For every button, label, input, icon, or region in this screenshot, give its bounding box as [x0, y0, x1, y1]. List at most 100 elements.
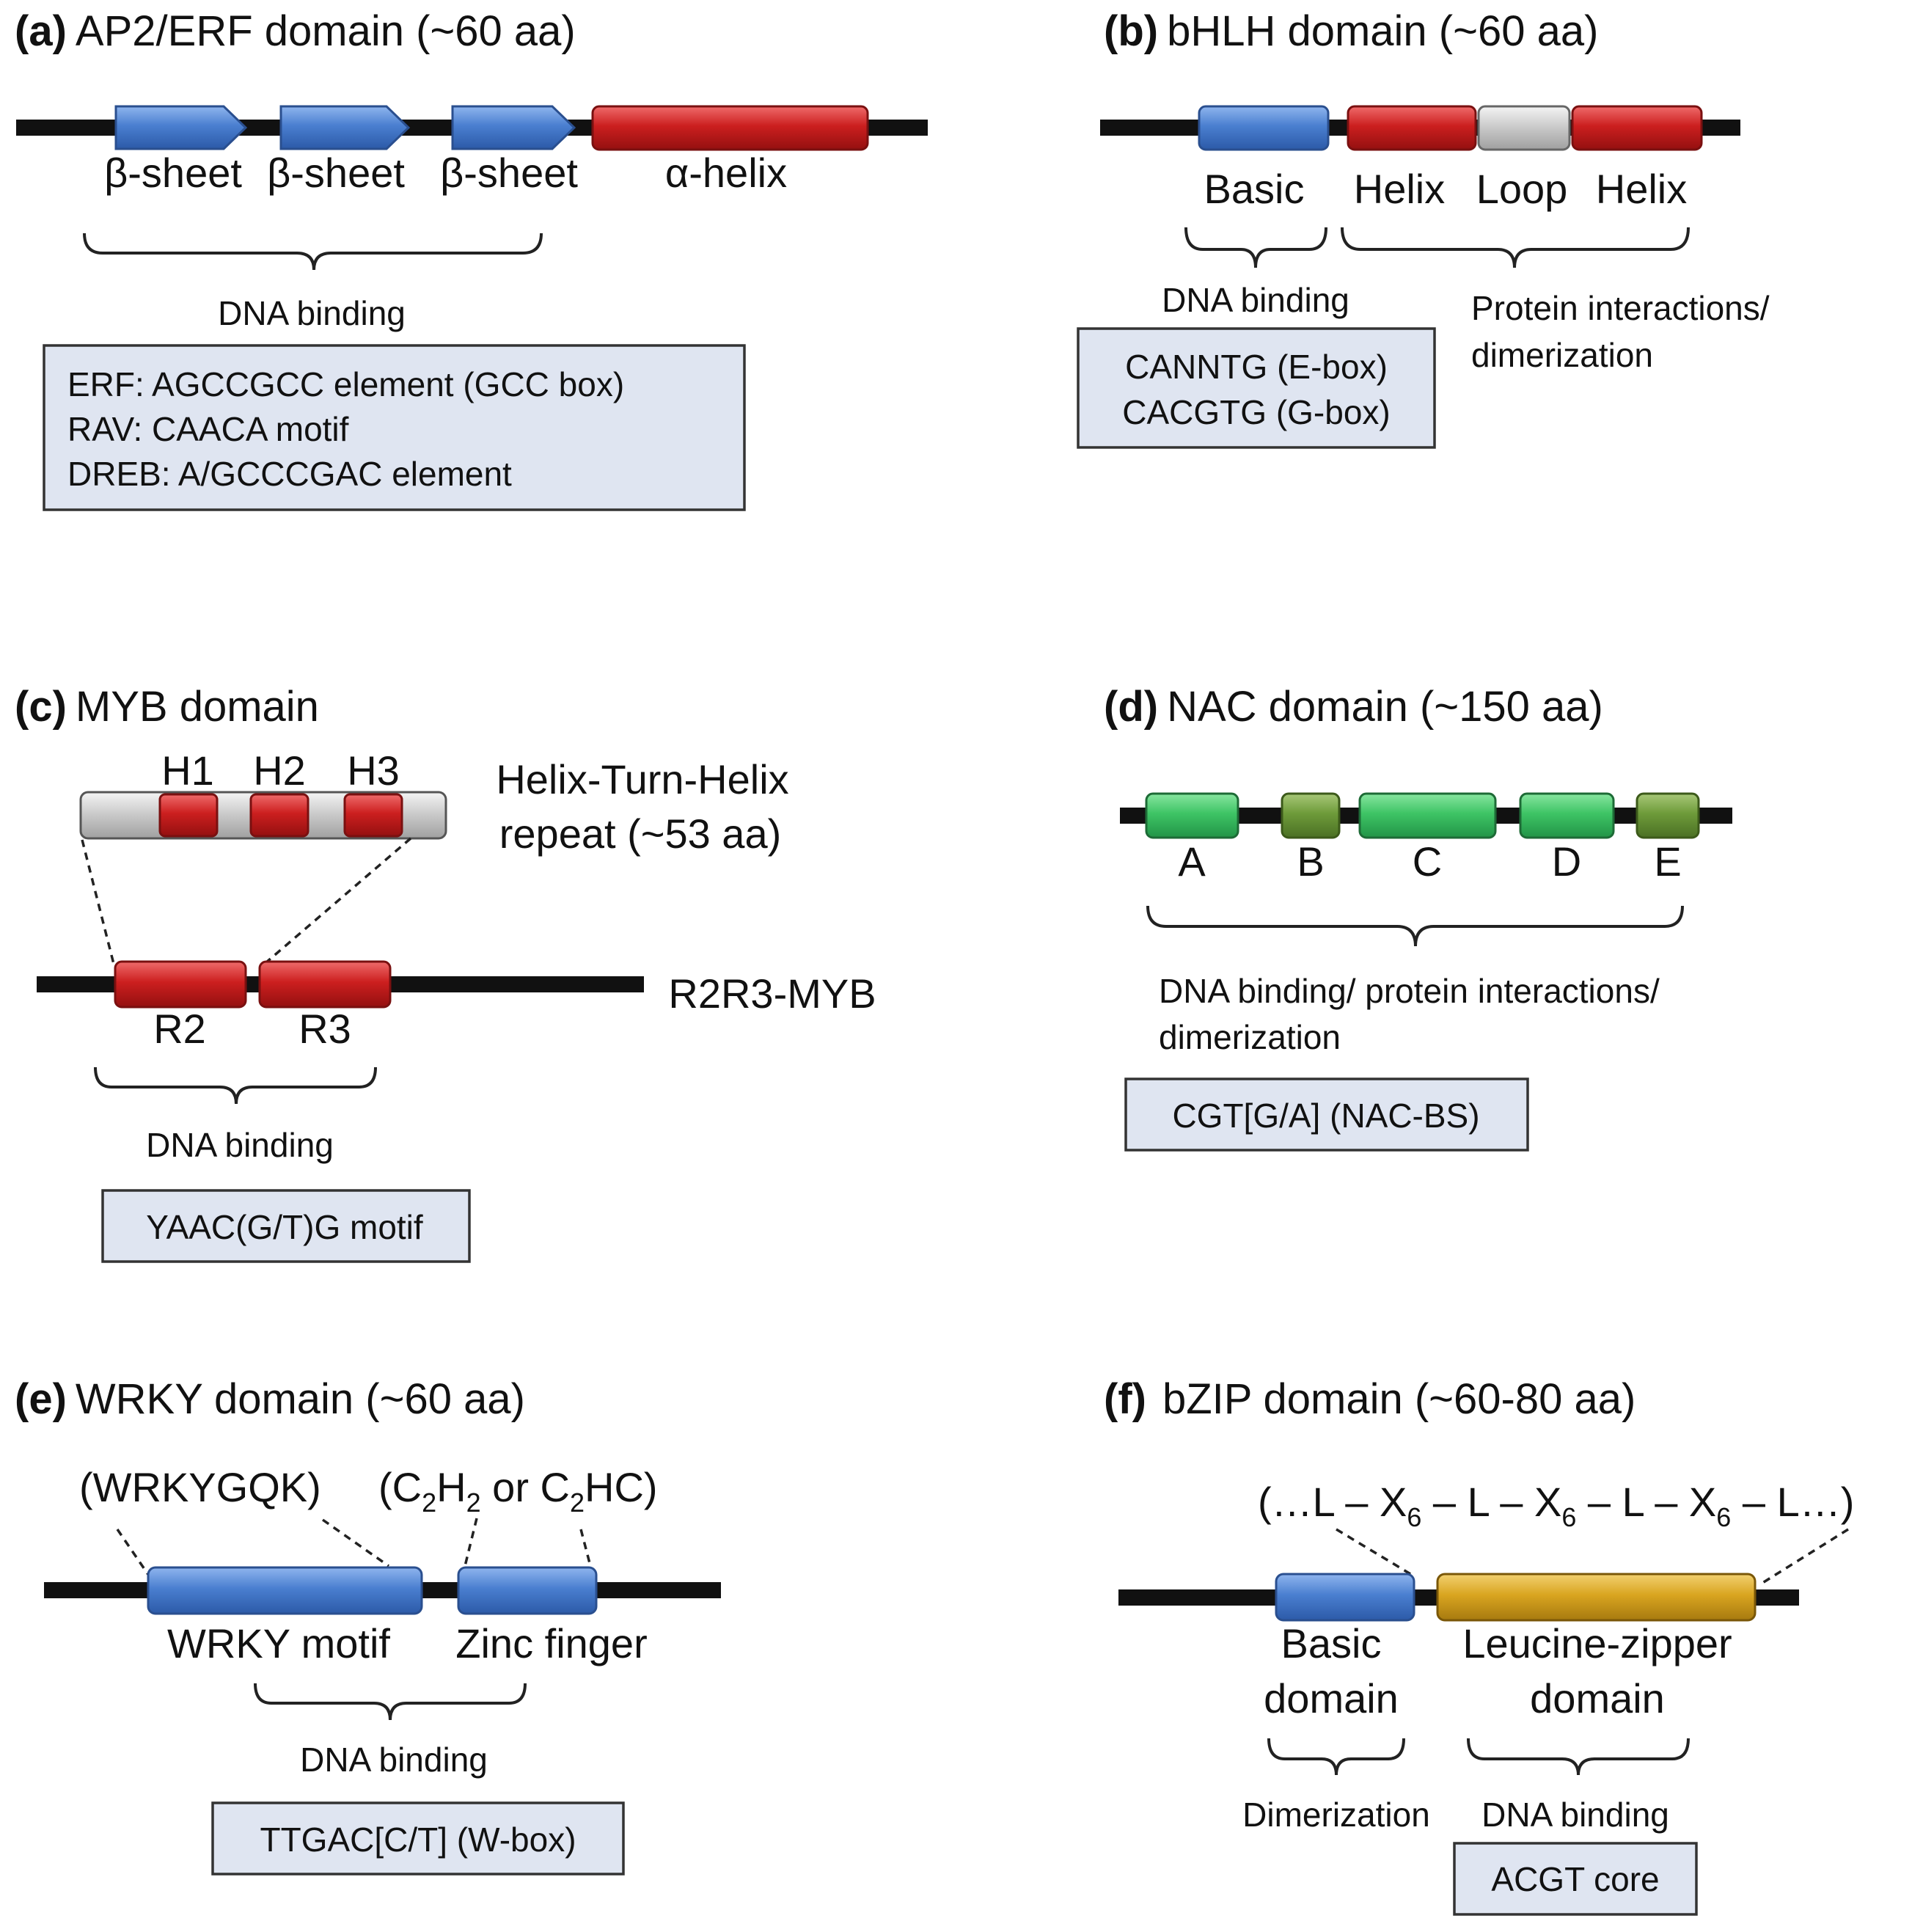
panel-c-zoom-line-left [81, 839, 116, 967]
panel-f-heptad-sub-3: 6 [1716, 1502, 1731, 1532]
panel-f-zipper-label-2: domain [1530, 1675, 1665, 1721]
panel-d-letter: (d) [1104, 683, 1158, 731]
panel-f-leucine-zipper-domain [1436, 1573, 1757, 1622]
panel-e-zinc-finger-region [457, 1566, 598, 1615]
panel-b-title-text: bHLH domain (~60 aa) [1167, 7, 1598, 55]
panel-e-title-text: WRKY domain (~60 aa) [76, 1375, 525, 1423]
panel-b-motif-line-1: CANNTG (E-box) [1125, 348, 1388, 386]
panel-e-zinc-h: H [436, 1464, 466, 1510]
panel-d-bracket [1146, 905, 1684, 947]
panel-b-bracket-dna [1184, 227, 1327, 268]
panel-c-repeat-label-1: Helix-Turn-Helix [496, 756, 788, 802]
panel-a-motif-line-2: RAV: CAACA motif [67, 410, 349, 448]
panel-c-title: (c)MYB domain [15, 683, 319, 731]
panel-c-helix-h2 [249, 793, 309, 838]
panel-c-bracket [94, 1066, 377, 1105]
panel-e-bracket-label: DNA binding [300, 1741, 488, 1779]
panel-b-bracket-protein [1341, 227, 1690, 268]
panel-a-label-beta-3: β-sheet [440, 150, 578, 196]
panel-d-motif-box [1124, 1077, 1529, 1152]
panel-d-bracket-label-1: DNA binding/ protein interactions/ [1159, 972, 1660, 1010]
panel-f-letter: (f) [1104, 1375, 1146, 1423]
panel-d-title: (d)NAC domain (~150 aa) [1104, 683, 1603, 731]
panel-e-letter: (e) [15, 1375, 67, 1423]
panel-f-heptad-mid-2: – L – X [1576, 1479, 1716, 1525]
panel-b-loop [1477, 105, 1571, 151]
panel-f-bracket-dna [1467, 1738, 1690, 1776]
panel-a-bracket [83, 233, 543, 271]
panel-e-title: (e)WRKY domain (~60 aa) [15, 1375, 525, 1423]
panel-c-label-h2: H2 [253, 747, 306, 794]
panel-f-bracket-right-label: DNA binding [1481, 1796, 1669, 1834]
panel-f-heptad: (…L – X6 – L – X6 – L – X6 – L…) [1258, 1479, 1854, 1532]
panel-a-motif-line-3: DREB: A/GCCCGAC element [67, 455, 512, 493]
panel-d-subdomain-a [1145, 792, 1239, 839]
panel-e-motif-text: (WRKYGQK) [79, 1464, 321, 1510]
panel-e-zinc-sub-1: 2 [422, 1488, 436, 1518]
panel-c-repeat-r2 [114, 960, 247, 1009]
panel-e-zinc-pointer-right [579, 1529, 592, 1567]
panel-a-beta-sheet-2 [279, 105, 411, 150]
panel-c-repeat-r3 [258, 960, 392, 1009]
panel-f-bracket-dimerization [1267, 1738, 1405, 1776]
panel-f-heptad-sub-1: 6 [1407, 1502, 1421, 1532]
panel-f-title: (f) bZIP domain (~60-80 aa) [1104, 1375, 1636, 1423]
panel-d-motif-line-1: CGT[G/A] (NAC-BS) [1172, 1097, 1479, 1135]
panel-e-label-wrky: WRKY motif [167, 1620, 390, 1666]
panel-c-zoom-line-right [260, 837, 412, 968]
panel-e-zinc-pointer-left [464, 1518, 478, 1567]
panel-b-basic-region [1198, 105, 1330, 151]
panel-e-motif-line-1: TTGAC[C/T] (W-box) [260, 1821, 576, 1859]
panel-c-label-h1: H1 [161, 747, 214, 794]
panel-b-title: (b)bHLH domain (~60 aa) [1104, 7, 1598, 55]
panel-c-label-r3: R3 [298, 1006, 351, 1052]
panel-d-title-text: NAC domain (~150 aa) [1167, 683, 1603, 731]
panel-f-basic-label-1: Basic [1281, 1620, 1382, 1666]
panel-e-label-zinc: Zinc finger [455, 1620, 647, 1666]
panel-b: (b)bHLH domain (~60 aa) Basic Helix Loop… [1077, 7, 1770, 449]
panel-c-repeat-label-2: repeat (~53 aa) [499, 811, 781, 857]
panel-f-basic-domain [1275, 1573, 1415, 1622]
panel-b-label-loop: Loop [1476, 166, 1568, 212]
panel-c-label-r2: R2 [153, 1006, 206, 1052]
panel-f-basic-label-2: domain [1264, 1675, 1399, 1721]
panel-b-bracket-right-label-1: Protein interactions/ [1471, 289, 1770, 327]
panel-e-zinc-open: (C [378, 1464, 422, 1510]
panel-a-title: (a)AP2/ERF domain (~60 aa) [15, 7, 576, 55]
panel-d-label-e: E [1654, 838, 1681, 885]
panel-e-zinc-or: or C [481, 1464, 570, 1510]
panel-f-motif-box [1453, 1842, 1698, 1916]
panel-b-bracket-left-label: DNA binding [1162, 281, 1349, 319]
panel-c-letter: (c) [15, 683, 67, 731]
panel-c-helix-h3 [343, 793, 403, 838]
panel-e-zinc-text: (C2H2 or C2HC) [378, 1464, 658, 1518]
panel-e-zinc-sub-3: 2 [570, 1488, 585, 1518]
panel-b-helix-1 [1347, 105, 1477, 151]
panel-a-beta-sheet-1 [114, 105, 248, 150]
panel-a-beta-sheet-3 [451, 105, 576, 150]
panel-e-wrky-motif-region [147, 1566, 423, 1615]
panel-a-motif-line-1: ERF: AGCCGCC element (GCC box) [67, 365, 624, 403]
panel-c-motif-box [101, 1189, 471, 1263]
panel-a-alpha-helix [591, 105, 869, 151]
panel-c-motif-line-1: YAAC(G/T)G motif [146, 1208, 423, 1246]
panel-f-title-text: bZIP domain (~60-80 aa) [1162, 1375, 1636, 1423]
panel-b-label-helix-1: Helix [1354, 166, 1445, 212]
panel-a-motif-box [43, 344, 746, 511]
panel-d-subdomain-d [1519, 792, 1615, 839]
panel-b-bracket-right-label-2: dimerization [1471, 336, 1653, 374]
panel-c: (c)MYB domain H1 H2 H3 Helix-Turn-Helix … [15, 683, 876, 1263]
panel-b-motif-box [1077, 327, 1436, 449]
panel-e-motif-pointer-right [321, 1518, 390, 1567]
panel-b-motif-line-2: CACGTG (G-box) [1122, 393, 1390, 431]
panel-b-label-basic: Basic [1204, 166, 1305, 212]
panel-a-bracket-label: DNA binding [218, 294, 406, 332]
panel-f-heptad-end: – L…) [1731, 1479, 1854, 1525]
panel-e-motif-box [211, 1801, 625, 1876]
panel-a: (a)AP2/ERF domain (~60 aa) β-sheet β-she… [15, 7, 928, 511]
panel-b-helix-2 [1571, 105, 1703, 151]
panel-d-label-c: C [1413, 838, 1442, 885]
panel-f-heptad-pointer-left [1336, 1528, 1416, 1578]
panel-a-label-beta-1: β-sheet [104, 150, 242, 196]
panel-d-subdomain-c [1358, 792, 1497, 839]
